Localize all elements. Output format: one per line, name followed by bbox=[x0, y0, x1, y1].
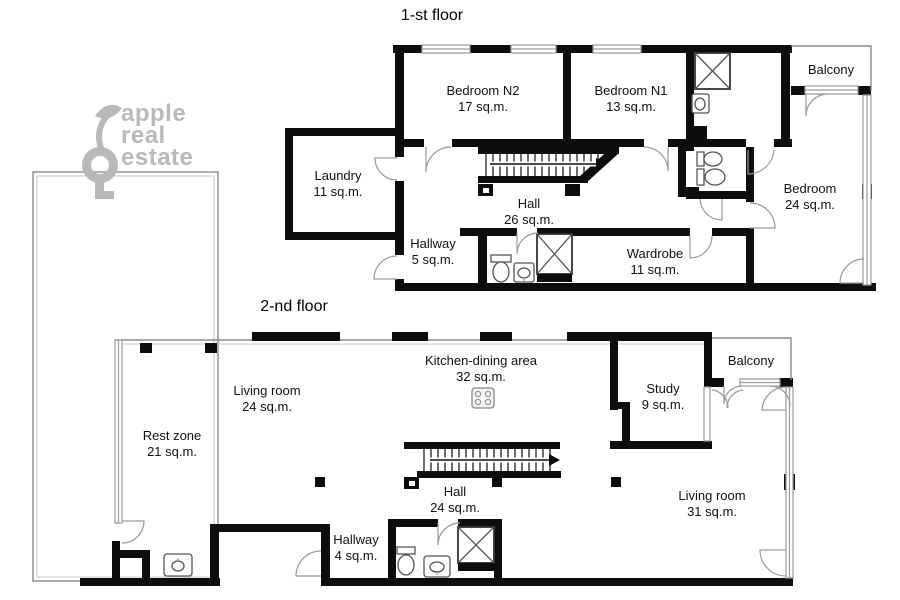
room-label-hallway-2f: Hallway 4 sq.m. bbox=[333, 532, 379, 563]
room-label-hall-1f: Hall 26 sq.m. bbox=[504, 196, 554, 227]
terrace-outline bbox=[32, 171, 219, 582]
room-label-kitchen-dining: Kitchen-dining area 32 sq.m. bbox=[424, 353, 538, 384]
first-floor-walls bbox=[285, 45, 876, 291]
room-label-bedroom-n1: Bedroom N1 13 sq.m. bbox=[594, 83, 668, 114]
second-floor-walls bbox=[80, 332, 795, 586]
shaft-x-icon bbox=[536, 52, 731, 282]
second-floor-balcony-walls bbox=[712, 337, 792, 380]
room-label-hall-2f: Hall 24 sq.m. bbox=[430, 484, 480, 515]
room-label-hallway-1f: Hallway 5 sq.m. bbox=[410, 236, 456, 267]
first-floor-windows bbox=[421, 44, 872, 286]
room-label-study: Study 9 sq.m. bbox=[641, 381, 685, 412]
room-label-rest-zone: Rest zone 21 sq.m. bbox=[142, 428, 202, 459]
logo-word-estate: estate bbox=[121, 144, 194, 171]
room-label-wardrobe: Wardrobe 11 sq.m. bbox=[626, 246, 684, 277]
first-floor-balcony-walls bbox=[791, 45, 872, 91]
room-label-living-room-31: Living room 31 sq.m. bbox=[678, 488, 746, 519]
logo-word-real: real bbox=[121, 122, 166, 149]
room-label-balcony-2f: Balcony bbox=[727, 353, 775, 368]
room-label-balcony-1f: Balcony bbox=[807, 62, 855, 77]
room-label-bedroom-24: Bedroom 24 sq.m. bbox=[783, 181, 837, 212]
apple-real-estate-logo-icon bbox=[82, 104, 122, 199]
second-floor-fixtures bbox=[163, 387, 495, 578]
first-floor-title: 1-st floor bbox=[400, 7, 464, 24]
second-floor-doors bbox=[121, 385, 791, 577]
logo-word-apple: apple bbox=[121, 100, 187, 127]
first-floor-fixtures bbox=[490, 93, 726, 283]
apple-real-estate-logo-text: apple real estate bbox=[121, 100, 194, 171]
room-label-laundry: Laundry 11 sq.m. bbox=[313, 168, 363, 199]
second-floor-stairs-icon bbox=[404, 442, 561, 489]
room-label-living-room-24: Living room 24 sq.m. bbox=[233, 383, 301, 414]
room-label-bedroom-n2: Bedroom N2 17 sq.m. bbox=[446, 83, 520, 114]
first-floor-doors bbox=[373, 93, 865, 284]
second-floor-title: 2-nd floor bbox=[260, 298, 328, 315]
first-floor-stairs-icon bbox=[478, 147, 619, 196]
second-floor-windows bbox=[114, 339, 794, 579]
stove-icon bbox=[471, 387, 495, 409]
second-floor-shaft-x-icon bbox=[457, 526, 495, 571]
